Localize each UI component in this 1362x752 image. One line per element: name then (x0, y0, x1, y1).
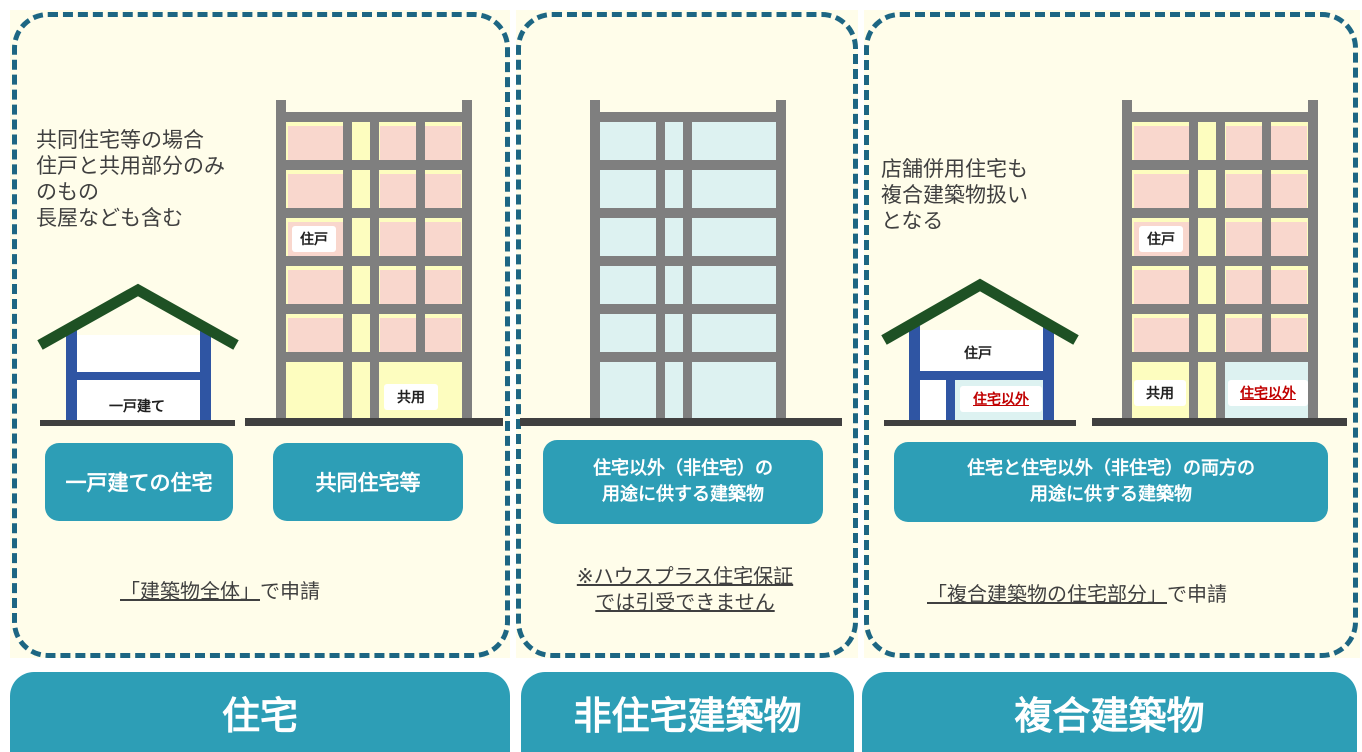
detached-house-button[interactable]: 一戸建ての住宅 (45, 443, 233, 521)
category-mixed[interactable]: 複合建築物 (862, 672, 1357, 752)
detached-house-label: 一戸建て (82, 394, 192, 418)
mixed-building-illustration (1092, 100, 1347, 426)
housing-apply-quoted: 「建築物全体」 (120, 579, 260, 603)
nonresidential-button[interactable]: 住宅以外（非住宅）の 用途に供する建築物 (543, 440, 823, 524)
housing-apply-suffix: で申請 (260, 579, 320, 603)
mixed-dashed-frame (864, 12, 1358, 658)
nonresidential-note: ※ハウスプラス住宅保証 では引受できません (576, 564, 794, 614)
mixed-apt-unit-label: 住戸 (1139, 226, 1183, 252)
housing-dashed-frame (12, 12, 510, 658)
mixed-note: 店舗併用住宅も 複合建築物扱い となる (881, 157, 1028, 233)
mixed-apply-text: 「複合建築物の住宅部分」で申請 (927, 578, 1227, 607)
mixed-apply-suffix: で申請 (1167, 582, 1227, 606)
apartment-button[interactable]: 共同住宅等 (273, 443, 463, 521)
housing-apply-text: 「建築物全体」で申請 (120, 575, 320, 604)
category-housing[interactable]: 住宅 (10, 672, 510, 752)
nonresidential-building-illustration (520, 100, 842, 426)
mixed-apt-common-label: 共用 (1134, 380, 1186, 406)
mixed-apt-other-label: 住宅以外 (1228, 380, 1308, 406)
apartment-illustration (245, 100, 503, 426)
apartment-common-label: 共用 (384, 384, 438, 410)
housing-note: 共同住宅等の場合 住戸と共用部分のみ のもの 長屋なども含む (36, 128, 225, 230)
nonresidential-dashed-frame (516, 12, 858, 658)
mixed-button[interactable]: 住宅と住宅以外（非住宅）の両方の 用途に供する建築物 (894, 442, 1328, 522)
category-nonresidential[interactable]: 非住宅建築物 (521, 672, 854, 752)
apartment-unit-label: 住戸 (292, 226, 336, 252)
mixed-apply-quoted: 「複合建築物の住宅部分」 (927, 582, 1167, 606)
mixed-house-other-label: 住宅以外 (960, 386, 1042, 412)
mixed-house-unit-label: 住戸 (930, 340, 1026, 366)
